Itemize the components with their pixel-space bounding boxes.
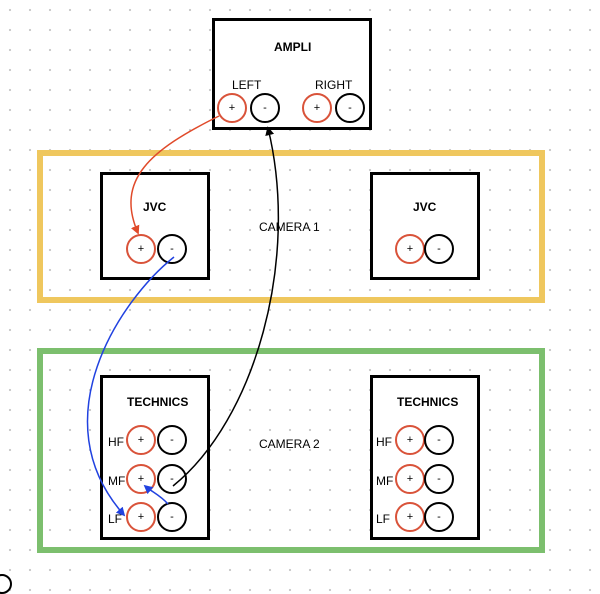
technics-right-mf-label: MF [376, 474, 394, 488]
technics-left-hf-plus-terminal: + [126, 425, 156, 455]
camera2-zone [37, 348, 545, 553]
technics-right-mf-minus-terminal: - [424, 464, 454, 494]
camera1-zone [37, 150, 545, 303]
wire-technics-mf-minus-to-ampli-left-minus [172, 126, 280, 487]
technics-right-box: TECHNICS HF MF LF [370, 375, 480, 540]
jvc-right-title: JVC [413, 200, 437, 214]
jvc-right-box: JVC [370, 172, 480, 280]
ampli-right-plus-terminal: + [302, 93, 332, 123]
wire-technics-lf-minus-to-mf-plus [143, 484, 169, 505]
camera2-label: CAMERA 2 [259, 437, 320, 451]
ampli-left-minus-terminal: - [250, 93, 280, 123]
technics-left-title: TECHNICS [127, 395, 189, 409]
technics-left-hf-label: HF [108, 435, 124, 449]
ampli-title: AMPLI [274, 40, 312, 54]
wire-jvc-minus-to-technics-lf-plus [86, 256, 175, 517]
jvc-right-plus-terminal: + [395, 234, 425, 264]
technics-left-lf-plus-terminal: + [126, 502, 156, 532]
ampli-left-label: LEFT [232, 78, 262, 92]
jvc-left-box: JVC [100, 172, 210, 280]
technics-right-lf-label: LF [376, 512, 391, 526]
technics-right-hf-minus-terminal: - [424, 425, 454, 455]
technics-left-lf-minus-terminal: - [157, 502, 187, 532]
jvc-left-title: JVC [143, 200, 167, 214]
technics-left-hf-minus-terminal: - [157, 425, 187, 455]
ampli-right-minus-terminal: - [335, 93, 365, 123]
camera1-label: CAMERA 1 [259, 220, 320, 234]
ampli-left-plus-terminal: + [217, 93, 247, 123]
technics-left-mf-plus-terminal: + [126, 464, 156, 494]
jvc-left-plus-terminal: + [126, 234, 156, 264]
technics-right-mf-plus-terminal: + [395, 464, 425, 494]
wire-ampli-left-plus-to-jvc-plus [130, 115, 220, 235]
technics-right-title: TECHNICS [397, 395, 459, 409]
technics-left-mf-label: MF [108, 474, 126, 488]
technics-right-hf-label: HF [376, 435, 392, 449]
technics-right-hf-plus-terminal: + [395, 425, 425, 455]
technics-right-lf-minus-terminal: - [424, 502, 454, 532]
ampli-right-label: RIGHT [315, 78, 353, 92]
jvc-right-minus-terminal: - [424, 234, 454, 264]
